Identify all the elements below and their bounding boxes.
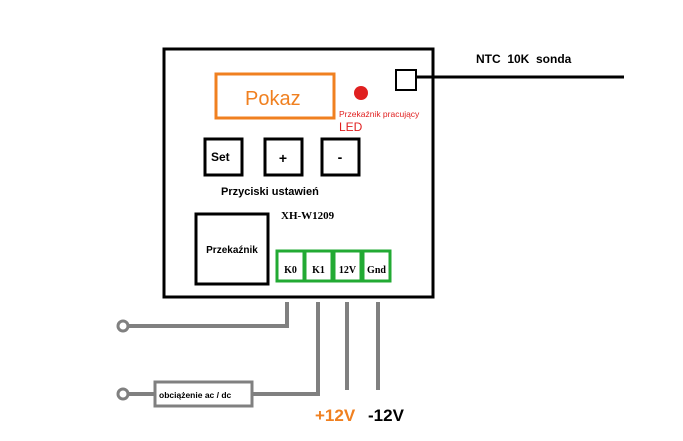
terminal-point-upper (116, 319, 130, 333)
plus-button[interactable] (263, 137, 304, 177)
display-label: Pokaz (245, 88, 301, 110)
terminal-k1-label: K1 (312, 265, 325, 276)
probe-label: NTC 10K sonda (476, 52, 572, 66)
load-label: obciążenie ac / dc (159, 390, 232, 400)
relay-block (194, 212, 270, 286)
relay-led (354, 86, 368, 100)
set-button[interactable] (203, 137, 244, 177)
plus-button-label: + (279, 150, 287, 166)
relay-label: Przekaźnik (206, 245, 258, 256)
k0-wire (127, 302, 289, 328)
buttons-caption: Przyciski ustawień (221, 186, 319, 198)
load-box (153, 380, 254, 408)
minus-button-label: - (338, 149, 343, 165)
k1-wire (252, 302, 320, 396)
terminal-k0[interactable] (275, 249, 306, 283)
probe-connector (395, 69, 417, 91)
terminal-gnd-label: Gnd (367, 265, 386, 276)
terminal-point-lower (116, 387, 130, 401)
supply-positive-label: +12V (315, 406, 356, 425)
terminal-k1[interactable] (303, 249, 334, 283)
board-outline (162, 47, 435, 299)
terminal-12v-label: 12V (339, 265, 357, 276)
terminal-block: K0 K1 12V Gnd (275, 249, 392, 283)
display-box (214, 72, 336, 120)
terminal-gnd[interactable] (361, 249, 392, 283)
relay-led-label-small: Przekaźnik pracujący (339, 109, 420, 119)
terminal-k0-label: K0 (284, 265, 297, 276)
wires (127, 302, 380, 396)
relay-led-label-large: LED (339, 120, 363, 134)
module-name: XH-W1209 (281, 210, 335, 222)
supply-negative-label: -12V (368, 406, 405, 425)
minus-button[interactable] (320, 137, 361, 177)
terminal-12v[interactable] (332, 249, 363, 283)
set-button-label: Set (211, 150, 230, 164)
